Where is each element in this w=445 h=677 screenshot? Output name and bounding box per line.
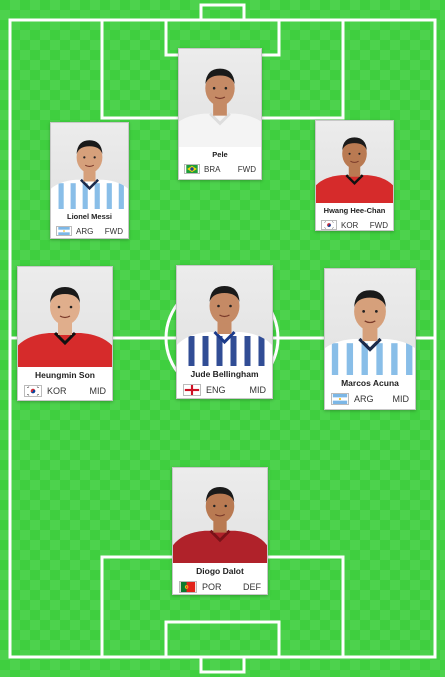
player-portrait — [173, 487, 267, 563]
player-name: Jude Bellingham — [190, 369, 259, 379]
brazil-flag-icon — [184, 164, 200, 174]
player-card[interactable]: Lionel Messi ARG FWD — [50, 122, 129, 239]
player-portrait — [51, 140, 128, 209]
player-position: FWD — [104, 226, 123, 236]
player-position: FWD — [369, 220, 388, 230]
player-country: BRA — [204, 164, 221, 174]
player-photo — [51, 123, 128, 209]
player-position: DEF — [243, 582, 261, 592]
england-flag-icon — [183, 384, 201, 396]
player-card[interactable]: Marcos Acuna ARG MID — [324, 268, 416, 410]
player-name: Marcos Acuna — [341, 378, 399, 388]
korea-flag-icon — [24, 385, 42, 397]
player-position: FWD — [237, 164, 256, 174]
player-portrait — [316, 137, 393, 203]
player-portrait — [177, 286, 272, 366]
player-country: ARG — [76, 226, 94, 236]
argentina-flag-icon — [56, 226, 72, 236]
player-country: KOR — [47, 386, 67, 396]
player-portrait — [325, 290, 415, 375]
player-card[interactable]: Heungmin Son KOR MID — [17, 266, 113, 401]
player-country: POR — [202, 582, 222, 592]
player-name: Pele — [212, 150, 228, 159]
player-photo — [173, 468, 267, 563]
player-position: MID — [392, 394, 410, 404]
player-photo — [179, 49, 261, 147]
bottom-goal — [199, 655, 246, 674]
korea-flag-icon — [321, 220, 337, 230]
player-card[interactable]: Jude Bellingham ENG MID — [176, 265, 273, 399]
player-photo — [325, 269, 415, 375]
player-card[interactable]: Pele BRA FWD — [178, 48, 262, 180]
player-name: Hwang Hee-Chan — [323, 206, 386, 215]
player-country: ARG — [354, 394, 374, 404]
player-portrait — [18, 287, 112, 367]
player-position: MID — [89, 386, 107, 396]
bottom-six-yard-box — [164, 620, 281, 659]
player-portrait — [179, 68, 261, 147]
player-photo — [18, 267, 112, 367]
player-country: KOR — [341, 220, 359, 230]
top-goal — [199, 3, 246, 22]
player-country: ENG — [206, 385, 226, 395]
player-photo — [177, 266, 272, 366]
player-name: Diogo Dalot — [196, 566, 244, 576]
player-card[interactable]: Diogo Dalot POR DEF — [172, 467, 268, 595]
player-card[interactable]: Hwang Hee-Chan KOR FWD — [315, 120, 394, 231]
player-position: MID — [249, 385, 267, 395]
player-name: Heungmin Son — [35, 370, 95, 380]
argentina-flag-icon — [331, 393, 349, 405]
player-name: Lionel Messi — [66, 212, 112, 221]
portugal-flag-icon — [179, 581, 197, 593]
player-photo — [316, 121, 393, 203]
